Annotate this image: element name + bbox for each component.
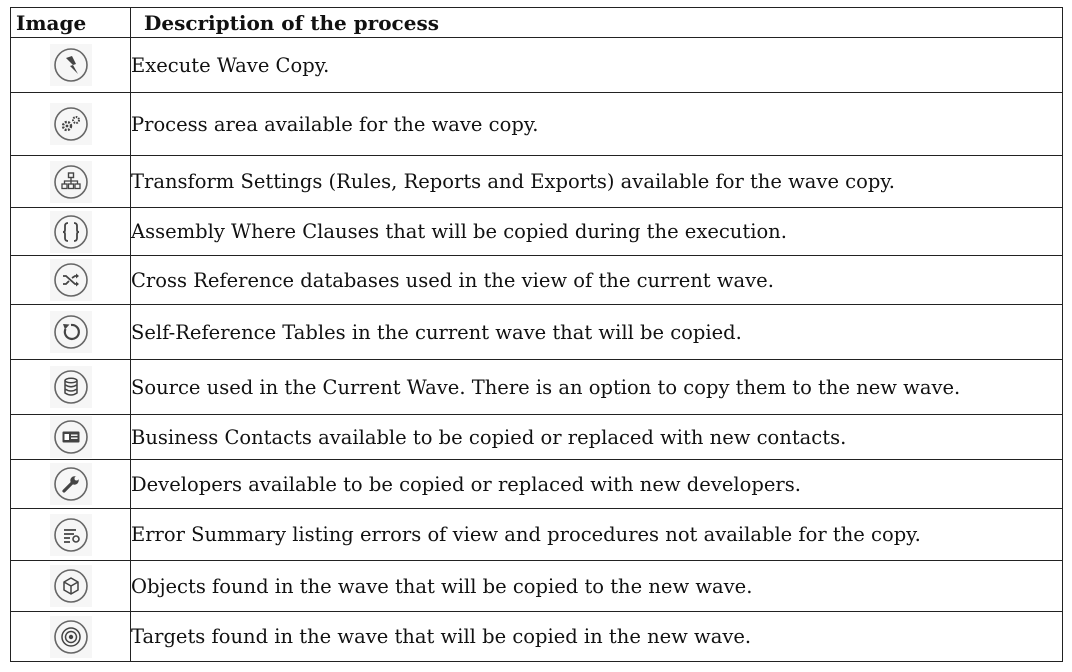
description-cell: Source used in the Current Wave. There i… <box>130 359 1063 415</box>
wrench-icon <box>49 463 92 505</box>
table-header-row: Image Description of the process <box>10 7 1063 38</box>
contact-card-icon <box>49 416 92 458</box>
description-column-header: Description of the process <box>130 7 1063 38</box>
table-row: Developers available to be copied or rep… <box>10 459 1063 509</box>
table-row: Business Contacts available to be copied… <box>10 414 1063 460</box>
database-icon <box>49 366 92 408</box>
icon-cell <box>10 207 131 256</box>
table-row: Source used in the Current Wave. There i… <box>10 359 1063 415</box>
table-row: Assembly Where Clauses that will be copi… <box>10 207 1063 256</box>
description-cell: Process area available for the wave copy… <box>130 92 1063 156</box>
description-cell: Objects found in the wave that will be c… <box>130 560 1063 612</box>
process-area-icon <box>49 103 92 145</box>
cube-icon <box>49 565 92 607</box>
icon-cell <box>10 508 131 561</box>
icon-cell <box>10 359 131 415</box>
table-row: Cross Reference databases used in the vi… <box>10 255 1063 305</box>
description-cell: Self-Reference Tables in the current wav… <box>130 304 1063 360</box>
curly-braces-icon <box>49 210 92 253</box>
icon-cell <box>10 255 131 305</box>
description-cell: Business Contacts available to be copied… <box>130 414 1063 460</box>
icon-cell <box>10 92 131 156</box>
description-cell: Cross Reference databases used in the vi… <box>130 255 1063 305</box>
table-row: Error Summary listing errors of view and… <box>10 508 1063 561</box>
description-cell: Transform Settings (Rules, Reports and E… <box>130 155 1063 208</box>
icon-cell <box>10 611 131 662</box>
table-row: Process area available for the wave copy… <box>10 92 1063 156</box>
table-row: Targets found in the wave that will be c… <box>10 611 1063 662</box>
description-cell: Targets found in the wave that will be c… <box>130 611 1063 662</box>
table-row: Transform Settings (Rules, Reports and E… <box>10 155 1063 208</box>
description-cell: Assembly Where Clauses that will be copi… <box>130 207 1063 256</box>
image-column-header: Image <box>10 7 131 38</box>
icon-cell <box>10 304 131 360</box>
description-cell: Execute Wave Copy. <box>130 37 1063 93</box>
description-cell: Error Summary listing errors of view and… <box>130 508 1063 561</box>
refresh-icon <box>49 311 92 353</box>
table-row: Execute Wave Copy. <box>10 37 1063 93</box>
shuffle-icon <box>49 259 92 301</box>
icon-cell <box>10 155 131 208</box>
process-table: Image Description of the process Execute… <box>10 7 1063 662</box>
icon-cell <box>10 37 131 93</box>
icon-cell <box>10 560 131 612</box>
transform-icon <box>49 160 92 203</box>
icon-cell <box>10 459 131 509</box>
error-summary-icon <box>49 513 92 556</box>
description-cell: Developers available to be copied or rep… <box>130 459 1063 509</box>
target-icon <box>49 615 92 658</box>
icon-cell <box>10 414 131 460</box>
table-row: Objects found in the wave that will be c… <box>10 560 1063 612</box>
execute-icon <box>49 44 92 86</box>
table-row: Self-Reference Tables in the current wav… <box>10 304 1063 360</box>
